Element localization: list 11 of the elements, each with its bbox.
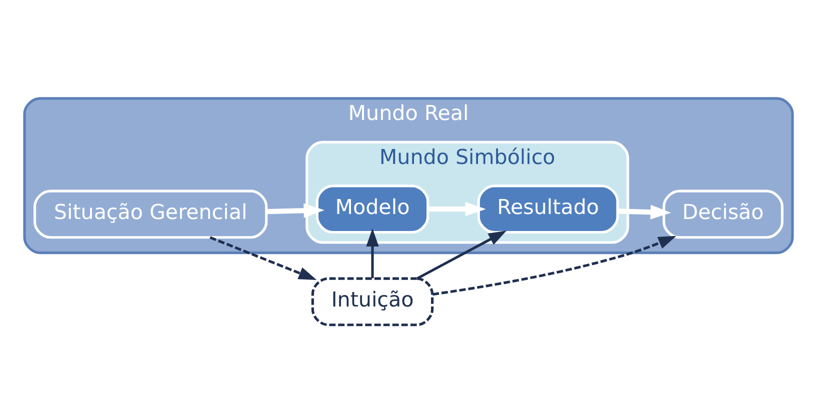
node-box: Modelo — [316, 184, 430, 234]
node-box: Decisão — [662, 189, 784, 238]
arrow — [366, 228, 379, 278]
arrow — [428, 201, 486, 216]
arrow — [416, 230, 507, 279]
node-box: Intuição — [311, 276, 434, 326]
arrow — [618, 204, 672, 219]
arrow — [266, 202, 324, 218]
node-box: Situação Gerencial — [34, 189, 268, 238]
node-box: Resultado — [477, 184, 619, 234]
arrow — [432, 235, 676, 296]
